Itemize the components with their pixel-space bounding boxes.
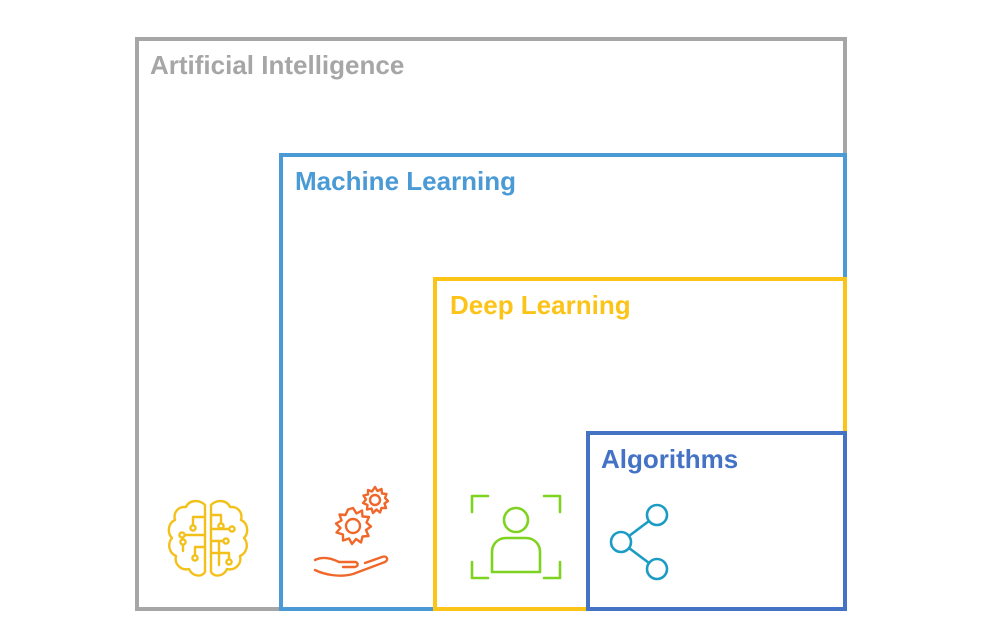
algorithms-box — [586, 431, 847, 611]
share-nodes-icon — [609, 503, 669, 581]
artificial-intelligence-label: Artificial Intelligence — [150, 50, 405, 80]
face-recognition-icon — [470, 494, 562, 580]
machine-learning-label: Machine Learning — [295, 166, 517, 196]
hand-gears-icon — [313, 485, 390, 577]
deep-learning-label: Deep Learning — [450, 290, 631, 320]
brain-circuit-icon — [167, 499, 249, 577]
algorithms-label: Algorithms — [601, 444, 739, 474]
